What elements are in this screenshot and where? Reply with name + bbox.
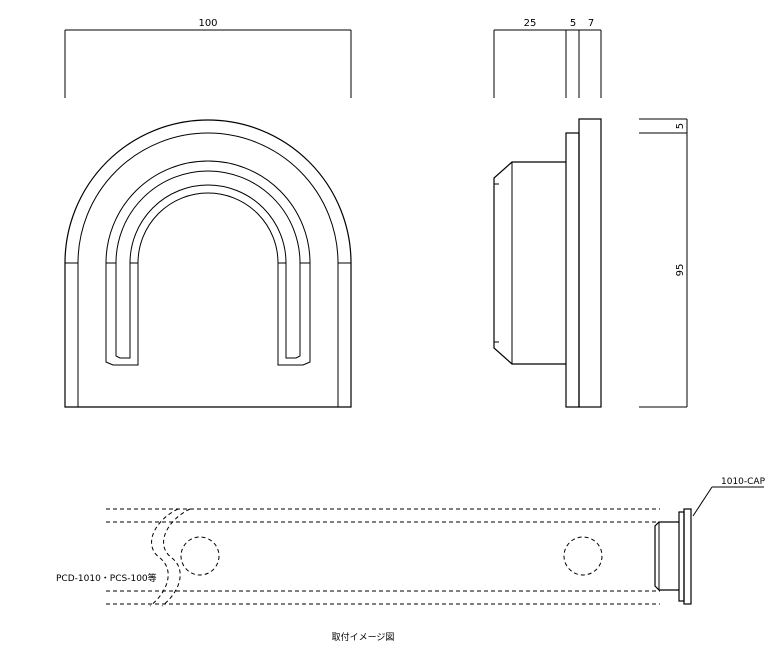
mounting-image: 1010-CAP PCD-1010・PCS-100等 xyxy=(56,477,766,607)
break-line-right xyxy=(161,508,191,607)
side-view: 25 5 7 5 95 xyxy=(493,18,688,408)
dimension-height: 5 95 xyxy=(639,118,688,408)
side-plate-middle xyxy=(565,132,580,408)
dimension-depth: 25 5 7 xyxy=(493,18,602,98)
dimension-label-height-5: 5 xyxy=(675,123,686,129)
dimension-label-height-95: 95 xyxy=(675,264,686,277)
mounting-hole-left xyxy=(180,536,220,576)
mounting-hole-right xyxy=(563,536,603,576)
dimension-label-7: 7 xyxy=(588,18,594,29)
outer-arch-outline xyxy=(64,119,352,408)
dimension-label-width: 100 xyxy=(198,18,217,29)
break-line-left xyxy=(149,508,179,607)
side-plate-outer xyxy=(578,118,602,408)
dimension-width: 100 xyxy=(64,18,352,98)
end-cap xyxy=(654,508,692,605)
cap-leader: 1010-CAP xyxy=(692,477,766,517)
dimension-label-5: 5 xyxy=(570,18,576,29)
front-view: 100 xyxy=(64,18,352,408)
inner-u-bevel-edge xyxy=(115,170,301,359)
rail-label: PCD-1010・PCS-100等 xyxy=(56,572,157,584)
cap-label: 1010-CAP xyxy=(721,477,766,487)
side-body xyxy=(493,161,566,365)
dimension-label-25: 25 xyxy=(524,18,537,29)
flange-inner-line xyxy=(77,132,339,407)
caption: 取付イメージ図 xyxy=(332,632,395,643)
